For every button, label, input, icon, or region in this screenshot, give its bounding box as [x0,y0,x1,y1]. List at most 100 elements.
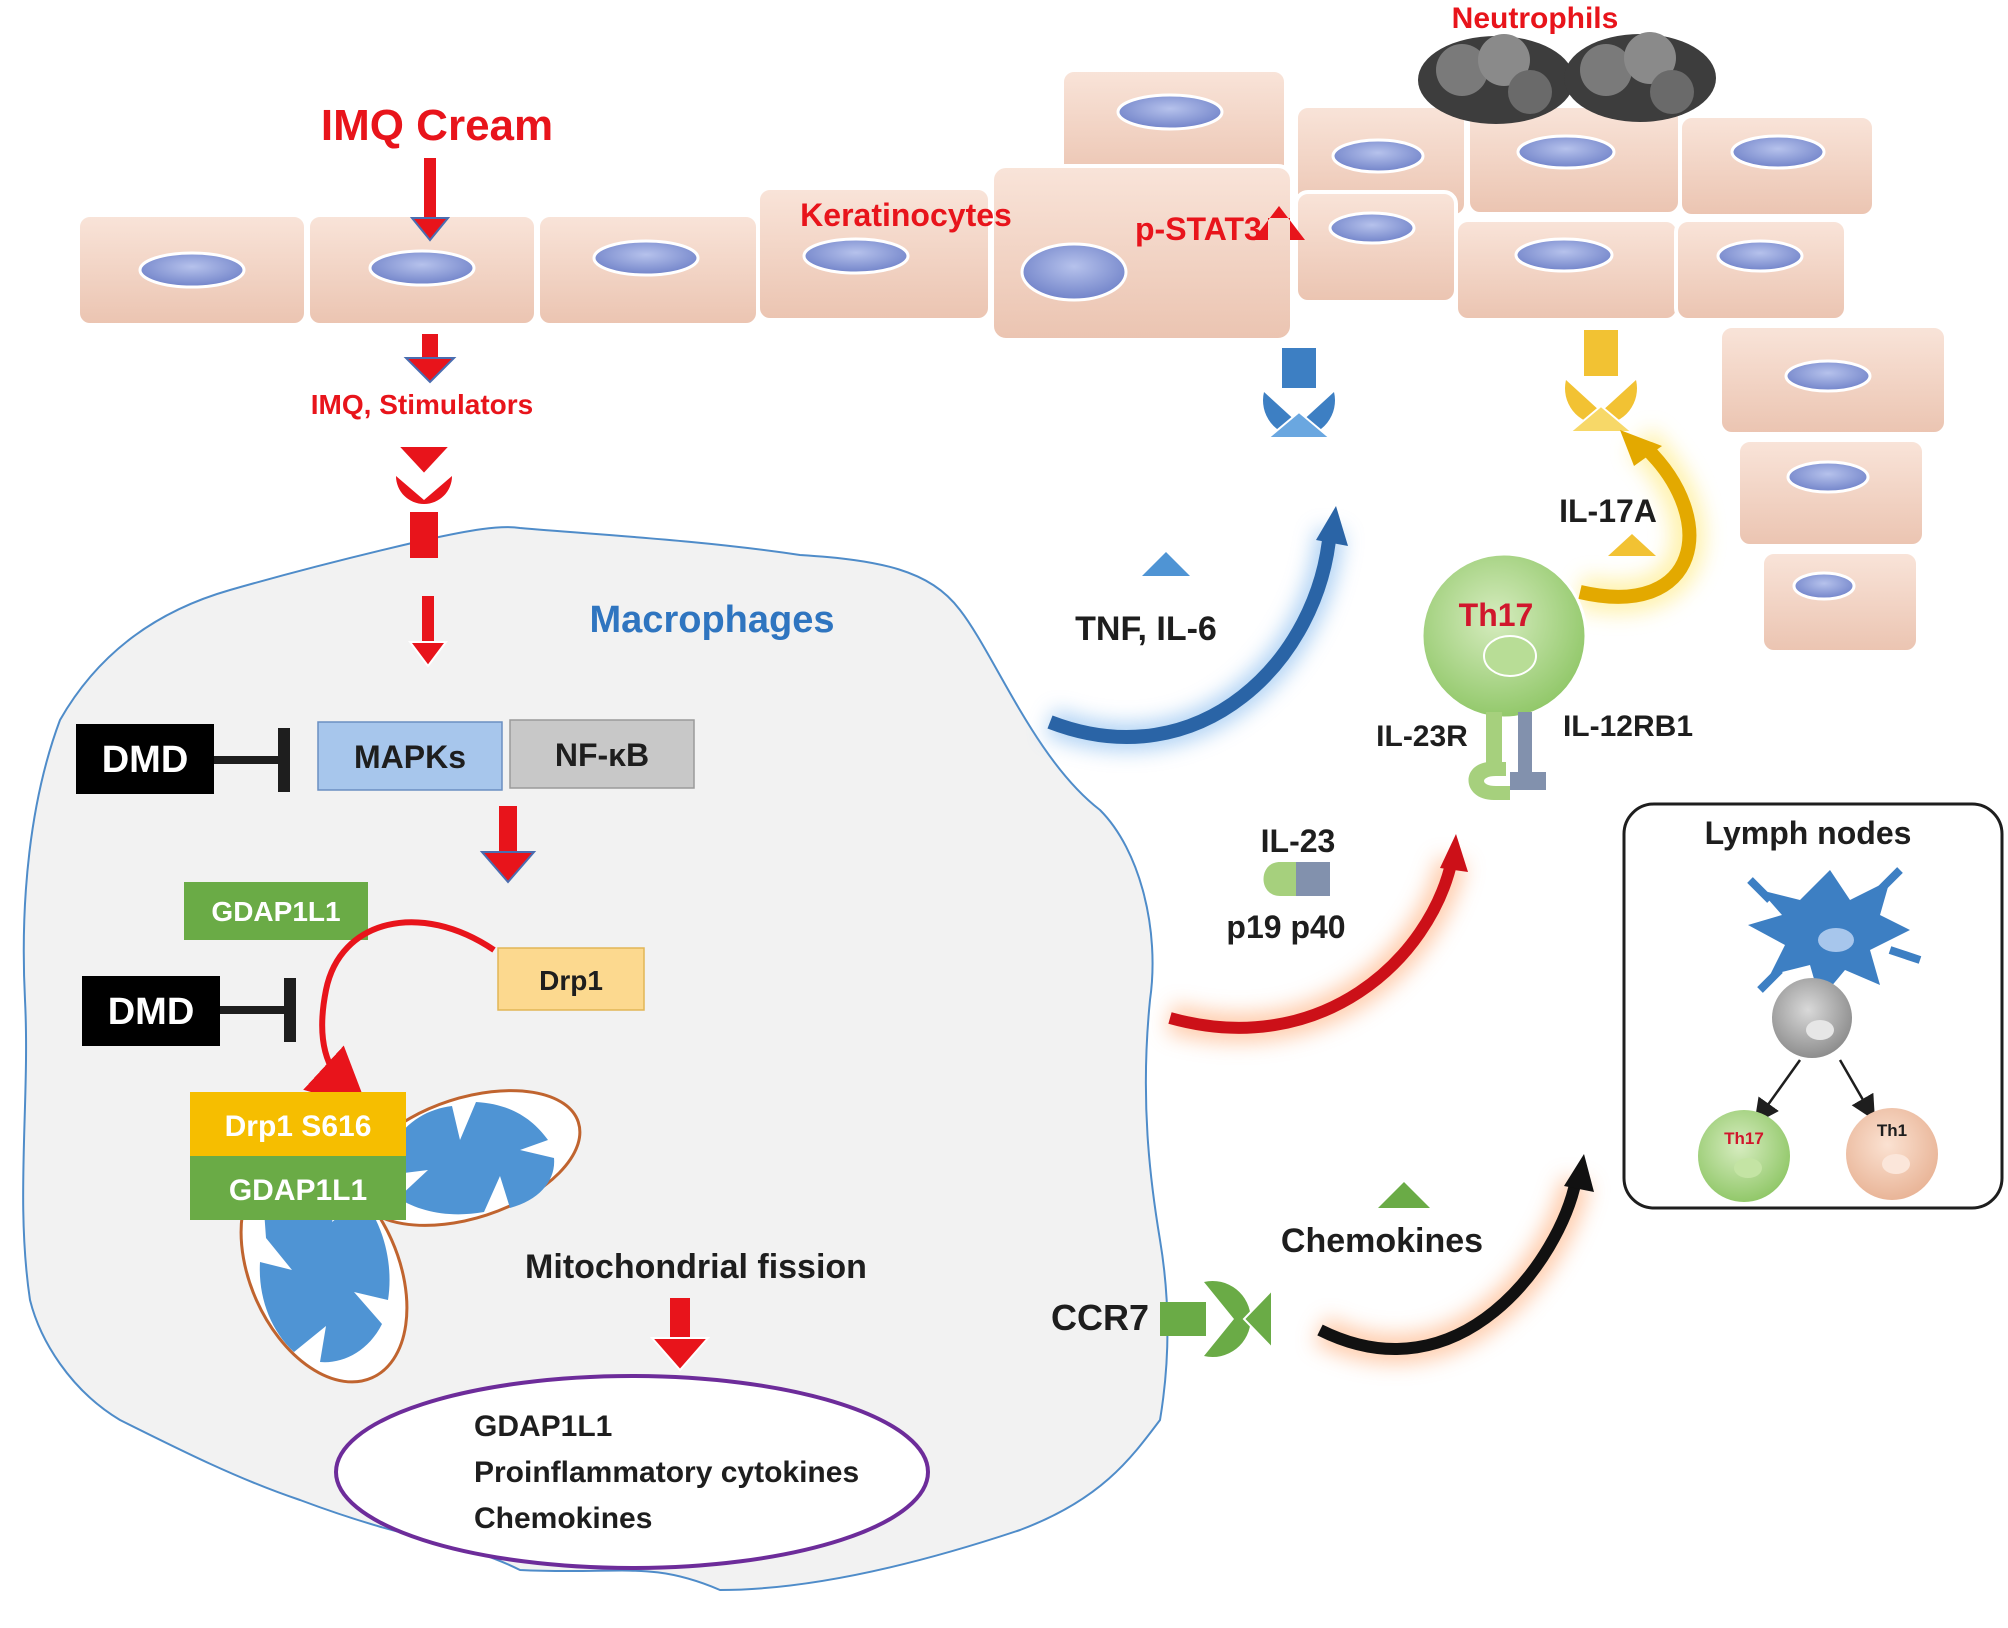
dmd-box-2 [82,976,220,1046]
output-item-1: GDAP1L1 [474,1410,612,1443]
nucleus [592,239,700,277]
drp1-phospho-arrow [303,919,496,1109]
il23r-receptor [1468,761,1510,800]
il17a-ligand-icon [1608,534,1656,556]
il23-p40-subunit [1296,862,1330,896]
neutrophils-cluster [1418,32,1716,124]
p19p40-label: p19 p40 [1226,909,1345,945]
drp1-s616-box [190,1092,406,1156]
il12rb1-stalk [1518,712,1532,782]
nfkb-label: NF-κB [555,737,649,773]
keratinocyte-layer [76,68,1948,654]
pstat3-up-arrow-icon [1253,206,1305,240]
tnf-il6-ligand-icon [1142,552,1190,576]
neutrophils-label: Neutrophils [1452,2,1619,35]
th1-small-label: Th1 [1877,1121,1907,1140]
nfkb-box [509,719,695,789]
output-item-3: Chemokines [474,1502,652,1535]
nucleus [1730,134,1826,170]
imq-stimulators-label: IMQ, Stimulators [311,389,533,420]
il12rb1-receptor [1510,772,1546,790]
il23-p19-subunit [1263,862,1296,896]
nucleus [802,237,910,275]
il23-arrow [1168,858,1458,1034]
tnf-il6-arrow-head [1316,506,1348,546]
naive-t-cell [1772,978,1852,1058]
outputs-ellipse [334,1374,930,1570]
nucleus [1514,237,1614,273]
imq-cream-label: IMQ Cream [321,101,553,150]
drp1-label: Drp1 [539,965,603,996]
nucleus [1516,134,1616,170]
output-item-2: Proinflammatory cytokines [474,1456,859,1489]
tnf-il6-arrow [1047,529,1337,744]
mapks-box [317,721,503,791]
neutrophil-lobe [1624,32,1676,84]
gdap1l1-box-top [184,882,368,940]
nucleus [138,251,246,289]
neutrophil-lobe [1650,70,1694,114]
keratinocytes-label: Keratinocytes [800,197,1012,233]
il17a-label: IL-17A [1559,493,1657,529]
red-receptor [395,445,453,558]
chemokine-arrow [1317,1178,1582,1355]
mito-fission-label: Mitochondrial fission [525,1248,867,1286]
nucleus [1786,460,1870,494]
neutrophil-lobe [1436,44,1488,96]
dendritic-cell [1747,867,1922,1000]
ccr7-ligand-site [1242,1287,1273,1351]
mitochondrion-upper [354,1089,582,1227]
pstat3-label: p-STAT3 [1135,211,1262,247]
keratinocyte-cell [1294,190,1458,304]
ccr7-stalk [1160,1302,1206,1336]
nucleus [1116,93,1224,131]
imq-down-arrow-head [403,357,457,384]
th17-label: Th17 [1459,597,1534,633]
signal-arrow-head [408,641,448,668]
th17-small-cell [1698,1110,1790,1202]
ccr7-label: CCR7 [1051,1297,1149,1338]
il23-label: IL-23 [1261,823,1336,859]
ccr7-receptor [1204,1281,1251,1357]
chemokines-label: Chemokines [1281,1222,1483,1260]
chemokine-arrow-head [1564,1154,1594,1192]
nucleus [1784,359,1872,393]
dmd-box-1 [76,724,214,794]
drp1-s616-label: Drp1 S616 [225,1110,372,1143]
drp1-box [497,947,645,1011]
nucleus [1020,242,1128,302]
macrophages-label: Macrophages [590,599,835,641]
lymph-arrow-right [1838,1059,1875,1121]
dmd-label-2: DMD [108,991,195,1033]
il23-arrow-head [1440,834,1468,872]
neutrophil-lobe [1508,70,1552,114]
tnf-il6-receptor [1263,348,1335,439]
neutrophil-lobe [1580,44,1632,96]
th1-small-cell [1846,1108,1938,1200]
lymph-arrow-left [1754,1059,1802,1125]
fission-arrow-head [649,1337,711,1372]
il23r-stalk [1486,712,1502,768]
lymph-nodes-label: Lymph nodes [1705,815,1912,851]
imq-arrow-head [409,217,451,242]
nucleus [368,249,476,287]
nucleus [1328,211,1416,245]
naive-t-nucleus [1806,1020,1834,1040]
tnf-il6-label: TNF, IL-6 [1075,610,1217,648]
keratinocyte-cell [1760,550,1920,654]
drp1-arrow-head [479,851,537,884]
gdap1l1-box-mito [190,1156,406,1220]
neutrophil-lobe [1478,34,1530,86]
gdap1l1-label-mito: GDAP1L1 [229,1174,367,1207]
th1-small-nucleus [1882,1154,1910,1174]
il17a-receptor [1565,330,1638,433]
chemokine-ligand-icon [1378,1182,1430,1208]
gdap1l1-label-top: GDAP1L1 [211,896,340,927]
th17-small-label: Th17 [1724,1129,1764,1148]
th17-small-nucleus [1734,1158,1762,1178]
nucleus [1716,239,1804,273]
th17-nucleus [1483,635,1537,677]
mapks-label: MAPKs [354,739,466,775]
nucleus [1792,571,1856,601]
